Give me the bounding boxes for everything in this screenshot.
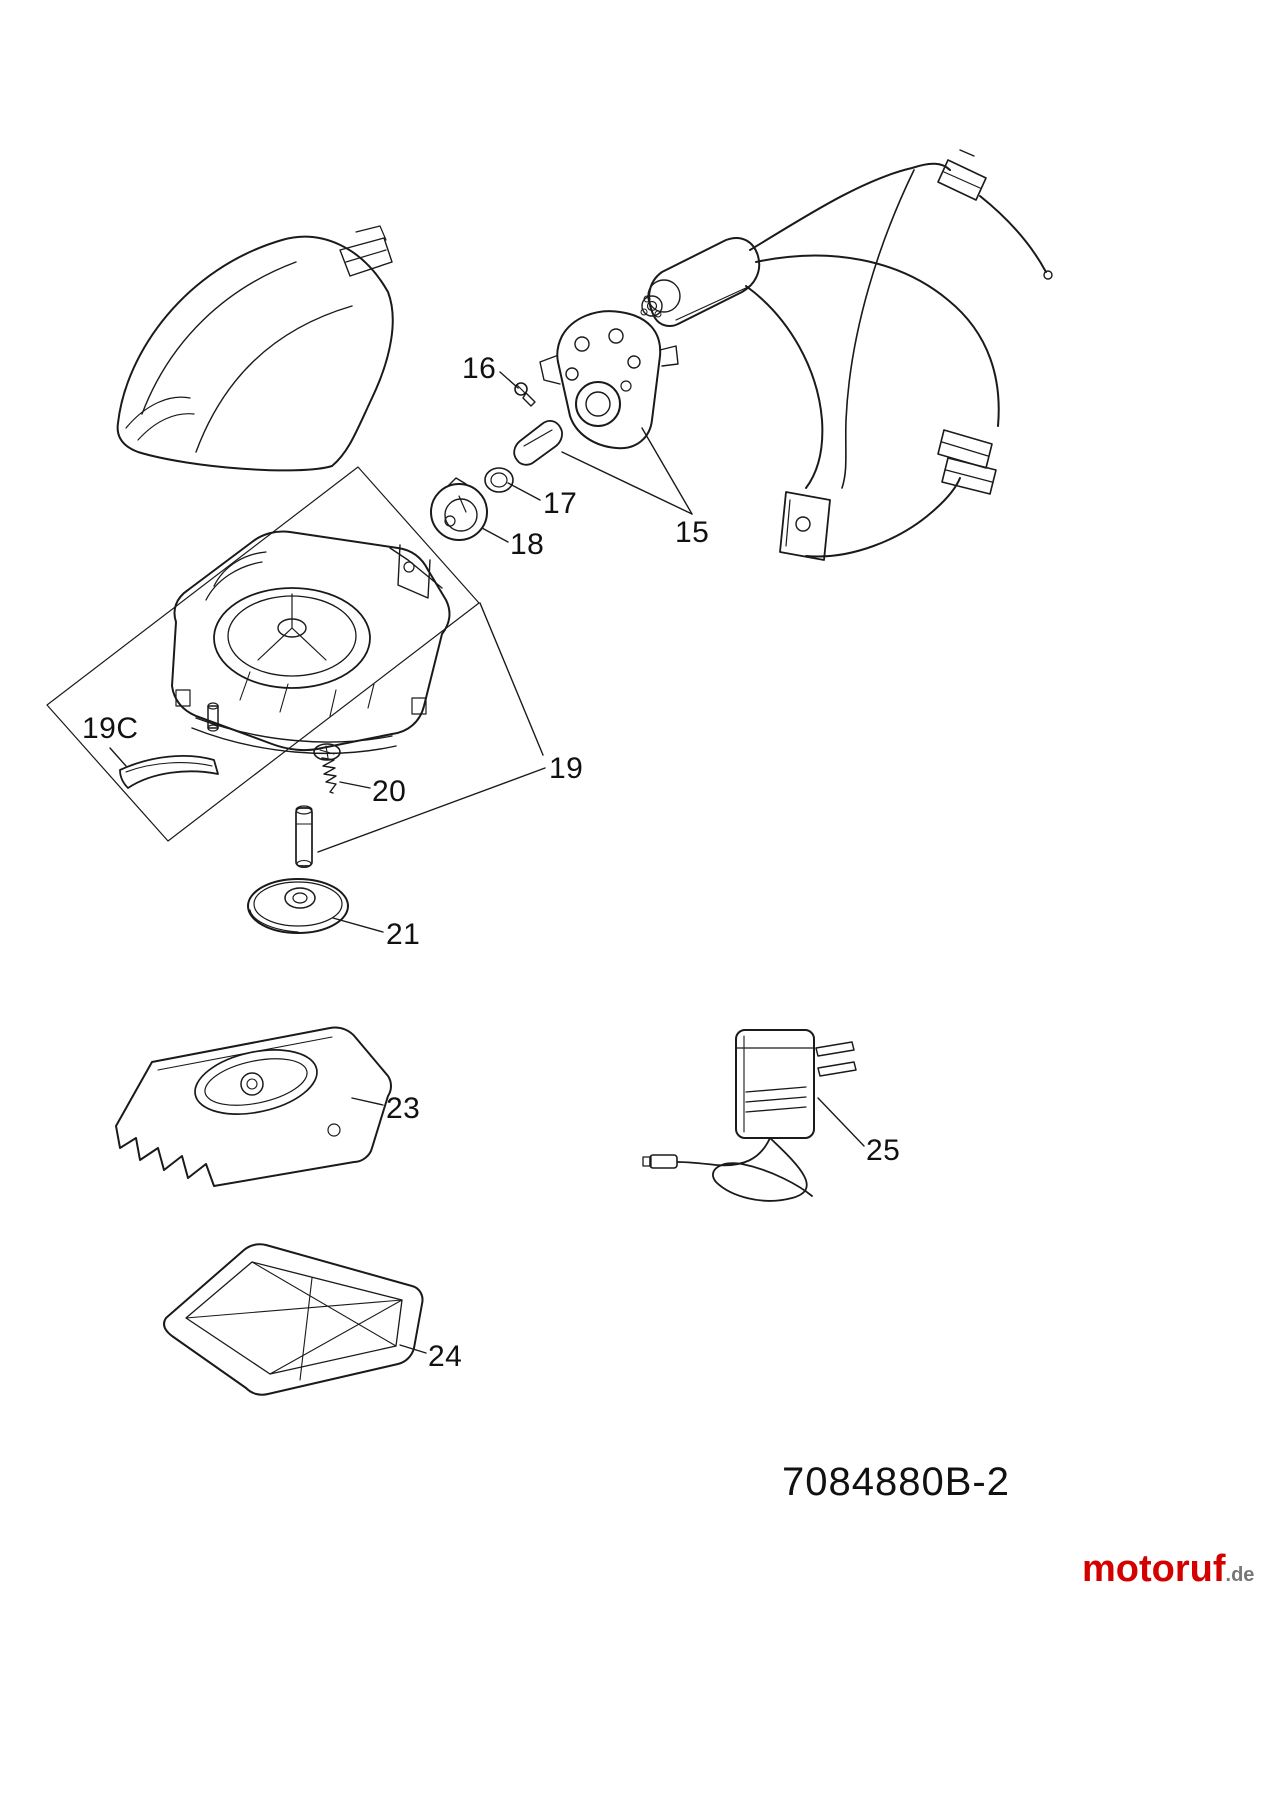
face-plate-drawing — [540, 311, 678, 448]
part-label-24: 24 — [428, 1340, 463, 1373]
wiring-harness-drawing — [746, 150, 1052, 560]
drawing-number: 7084880B-2 — [782, 1460, 1010, 1504]
chassis-19-drawing — [172, 531, 449, 753]
brand-watermark: motoruf.de — [1082, 1548, 1254, 1591]
part-label-19c: 19C — [82, 712, 139, 745]
wedge-19c-drawing — [120, 756, 218, 788]
cam-ring-18-drawing — [431, 478, 487, 540]
blade-23-drawing — [116, 1027, 391, 1186]
part-label-25: 25 — [866, 1134, 901, 1167]
spindle-pin-drawing — [296, 806, 312, 868]
brand-domain-suffix: .de — [1225, 1564, 1255, 1586]
leader-lines — [110, 372, 864, 1353]
part-label-23: 23 — [386, 1092, 421, 1125]
part-label-17: 17 — [543, 487, 578, 520]
housing-cover-drawing — [118, 226, 393, 470]
part-label-16: 16 — [462, 352, 497, 385]
motor-drawing — [641, 238, 759, 326]
part-label-20: 20 — [372, 775, 407, 808]
base-plate-24-drawing — [164, 1244, 423, 1395]
screw-20-drawing — [314, 744, 340, 793]
part-label-21: 21 — [386, 918, 421, 951]
small-pin-drawing — [208, 703, 218, 731]
disc-21-drawing — [248, 879, 348, 933]
part-label-15: 15 — [675, 516, 710, 549]
pin-17-drawing — [485, 421, 562, 492]
screw-16-drawing — [515, 383, 535, 406]
charger-25-drawing — [643, 1030, 856, 1201]
boundary-box-drawing — [47, 467, 479, 841]
brand-name: motoruf — [1082, 1548, 1226, 1590]
part-label-18: 18 — [510, 528, 545, 561]
part-label-19: 19 — [549, 752, 584, 785]
